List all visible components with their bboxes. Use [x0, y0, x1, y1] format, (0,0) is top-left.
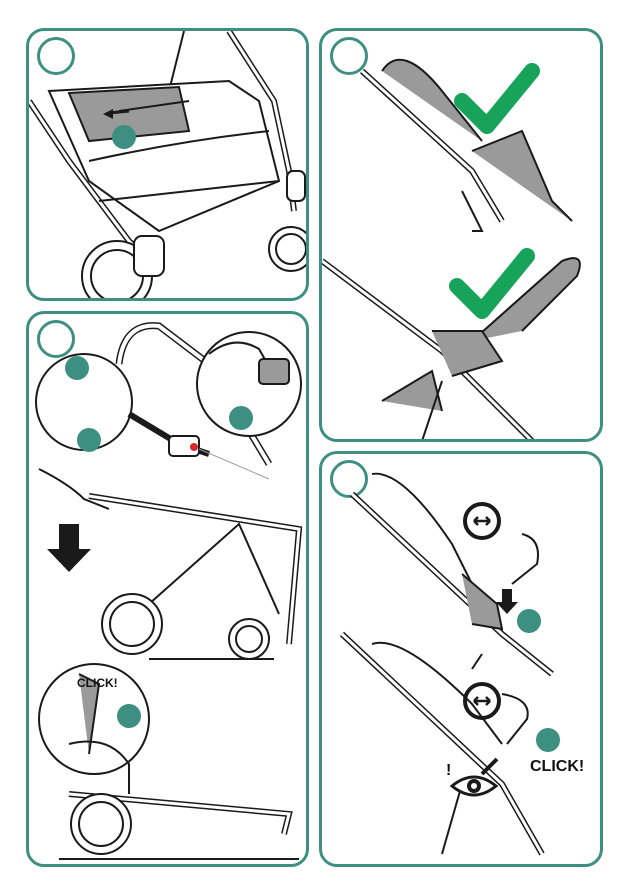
stroller-basket-illustration — [29, 31, 309, 301]
checkmark-icon — [462, 71, 532, 126]
marker-dot — [112, 125, 136, 149]
panel-step-2: CLICK! — [26, 311, 309, 867]
marker-dot — [65, 356, 89, 380]
stroller-fold-illustration — [29, 314, 309, 867]
panel-step-4: CLICK! ! — [319, 451, 603, 867]
marker-dot — [117, 704, 141, 728]
arrow-down-icon — [496, 589, 518, 614]
marker-dot — [517, 609, 541, 633]
warning-mark: ! — [446, 762, 451, 780]
seat-recline-illustration — [322, 454, 603, 867]
marker-dot — [536, 728, 560, 752]
rotate-icon — [465, 504, 499, 538]
click-label: CLICK! — [530, 758, 584, 776]
panel-step-3 — [319, 28, 603, 442]
marker-dot — [77, 428, 101, 452]
seat-positions-illustration — [322, 31, 603, 442]
eye-icon — [452, 777, 496, 795]
marker-dot — [229, 406, 253, 430]
panel-step-1 — [26, 28, 309, 301]
click-label: CLICK! — [77, 676, 118, 690]
